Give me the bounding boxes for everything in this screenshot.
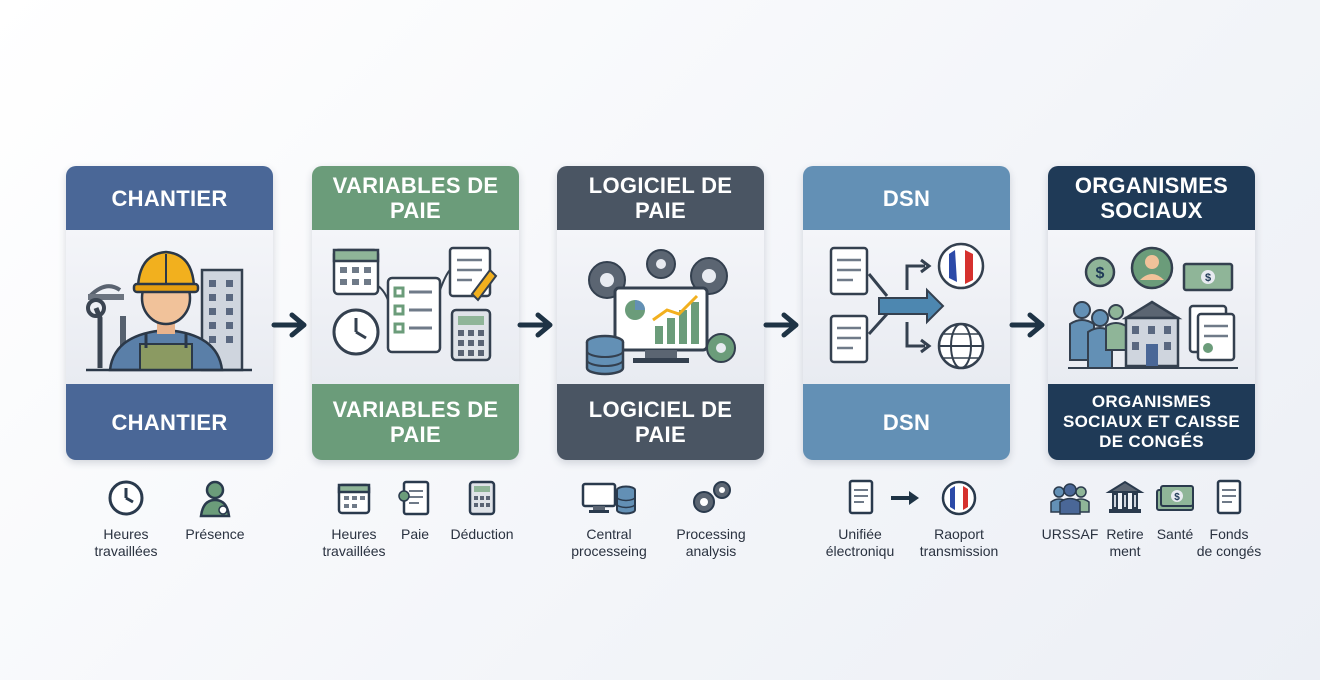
document-icon xyxy=(1216,479,1242,515)
group-icon xyxy=(1050,483,1090,515)
payroll-software-icon xyxy=(585,249,736,376)
step-card-dsn: DSN xyxy=(803,166,1010,460)
step-title: DSN xyxy=(803,166,1010,230)
step-bottom-label: LOGICIEL DE PAIE xyxy=(557,384,764,460)
person-icon xyxy=(199,480,231,518)
dsn-transmission-icon xyxy=(829,242,985,370)
calendar-icon xyxy=(337,483,371,515)
detail-item: $ Santé xyxy=(1150,478,1200,543)
detail-label: Santé xyxy=(1156,526,1194,542)
france-flag-icon xyxy=(941,480,977,516)
step-bottom-label: ORGANISMES SOCIAUX ET CAISSE DE CONGÉS xyxy=(1048,384,1255,460)
clock-icon xyxy=(108,480,144,516)
step-card-organismes-sociaux: ORGANISMES SOCIAUX $ $ xyxy=(1048,166,1255,460)
step-illustration xyxy=(312,230,519,384)
detail-label: Paie xyxy=(400,526,430,542)
svg-text:$: $ xyxy=(1205,272,1211,284)
step-illustration xyxy=(803,230,1010,384)
step-title: LOGICIEL DE PAIE xyxy=(557,166,764,230)
money-icon: $ xyxy=(1156,485,1194,511)
arrow-right-icon xyxy=(891,491,919,505)
arrow-right-icon xyxy=(271,312,307,338)
step-illustration xyxy=(66,230,273,384)
gears-icon xyxy=(693,481,731,513)
svg-text:$: $ xyxy=(1174,492,1180,503)
arrow-right-icon xyxy=(517,312,553,338)
bank-icon xyxy=(1105,480,1145,513)
detail-item: Déduction xyxy=(442,478,522,543)
step-bottom-label: VARIABLES DE PAIE xyxy=(312,384,519,460)
document-icon xyxy=(848,479,874,515)
construction-worker-icon xyxy=(86,250,252,372)
document-icon xyxy=(398,480,430,516)
detail-label: Présence xyxy=(185,526,245,542)
step-bottom-label: CHANTIER xyxy=(66,384,273,460)
step-card-logiciel-de-paie: LOGICIEL DE PAIE xyxy=(557,166,764,460)
step-card-chantier: CHANTIER xyxy=(66,166,273,460)
detail-label: Déduction xyxy=(450,526,514,542)
step-title: ORGANISMES SOCIAUX xyxy=(1048,166,1255,230)
step-title: CHANTIER xyxy=(66,166,273,230)
step-bottom-label: DSN xyxy=(803,384,1010,460)
payroll-variables-icon xyxy=(332,246,498,362)
arrow-right-icon xyxy=(1009,312,1045,338)
arrow-right-icon xyxy=(763,312,799,338)
detail-item: URSSAF xyxy=(1040,478,1100,543)
social-organizations-icon: $ $ xyxy=(1068,246,1238,369)
detail-item: Présence xyxy=(162,478,268,543)
step-card-variables-de-paie: VARIABLES DE PAIE xyxy=(312,166,519,460)
step-illustration: $ $ xyxy=(1048,230,1255,384)
calculator-icon xyxy=(468,480,496,516)
step-title: VARIABLES DE PAIE xyxy=(312,166,519,230)
detail-item: Paie xyxy=(390,478,440,543)
step-illustration xyxy=(557,230,764,384)
svg-text:$: $ xyxy=(1096,265,1105,282)
detail-label: URSSAF xyxy=(1041,526,1099,542)
computer-database-icon xyxy=(581,482,636,515)
